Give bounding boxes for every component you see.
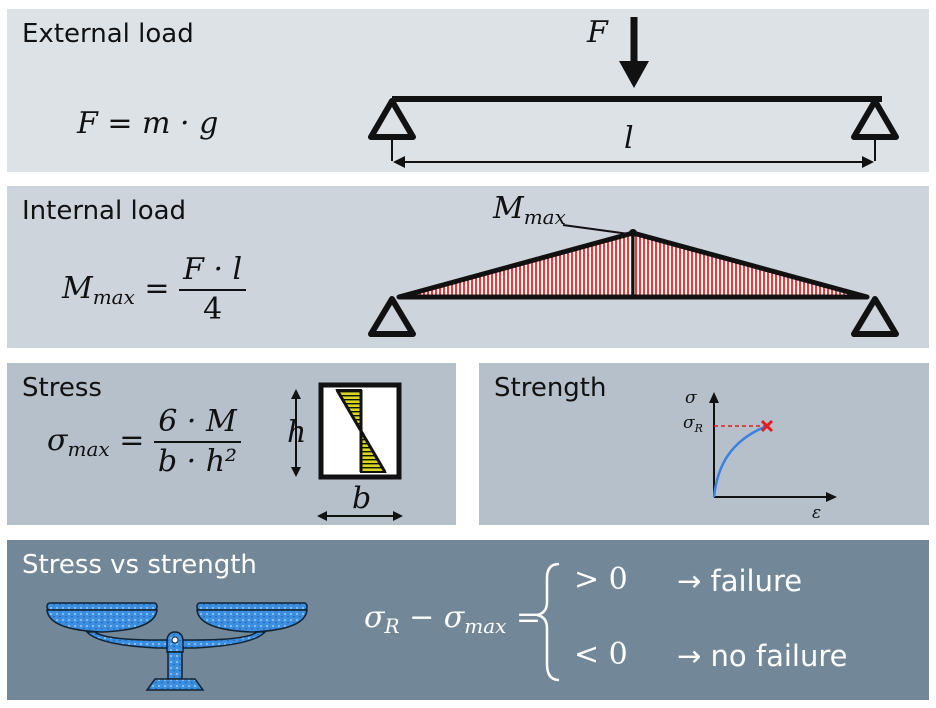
height-label: h [287, 415, 307, 450]
failure-cross-icon [760, 419, 774, 433]
moment-symbol: M [62, 271, 93, 306]
support-triangle-icon [368, 296, 416, 337]
stress-numerator: 6 · M [153, 403, 242, 443]
stress-denominator: b · h² [157, 444, 238, 479]
moment-diagram [368, 224, 899, 337]
force-symbol: F [77, 106, 98, 141]
external-load-title: External load [22, 19, 194, 49]
support-triangle-icon [851, 98, 899, 140]
width-label: b [352, 481, 372, 516]
x-axis-label: ε [812, 503, 822, 523]
stress-strain-curve [709, 392, 837, 502]
moment-denominator: 4 [203, 292, 223, 327]
stress-vs-strength-panel: Stress vs strength σR − σmax = > 0 → fai… [7, 540, 929, 700]
length-label: l [624, 121, 634, 156]
support-triangle-icon [851, 296, 899, 337]
moment-numerator: F · l [179, 251, 247, 291]
external-load-equation: F = m · g [77, 106, 219, 141]
moment-peak-label: Mmax [493, 191, 566, 229]
peak-leader-line [562, 224, 630, 235]
case-condition-2: < 0 [574, 637, 628, 672]
stress-title: Stress [22, 373, 102, 403]
balance-scale-icon [46, 562, 560, 691]
y-axis-label: σ [685, 388, 697, 408]
support-triangle-icon [368, 98, 416, 140]
case-condition-1: > 0 [574, 562, 628, 597]
force-arrow-icon [619, 17, 649, 88]
height-dimension [291, 389, 301, 477]
strength-panel: Strength σ σR ε [479, 363, 929, 525]
comparison-equation: σR − σmax = [364, 600, 542, 638]
length-dimension [391, 137, 876, 168]
internal-load-title: Internal load [22, 196, 187, 226]
external-load-panel: External load F = m · g F l [7, 9, 929, 172]
curve-line [712, 424, 768, 498]
cross-section-diagram [291, 382, 403, 521]
force-label: F [587, 15, 608, 50]
case-result-1: → failure [677, 564, 803, 598]
width-dimension [317, 511, 403, 521]
comparison-title: Stress vs strength [22, 550, 257, 580]
ultimate-strength-label: σR [683, 413, 703, 435]
case-result-2: → no failure [677, 639, 848, 673]
beam-diagram [368, 17, 899, 168]
stress-symbol: σ [47, 423, 68, 458]
strength-title: Strength [494, 373, 607, 403]
weight-expression: m · g [142, 106, 219, 141]
